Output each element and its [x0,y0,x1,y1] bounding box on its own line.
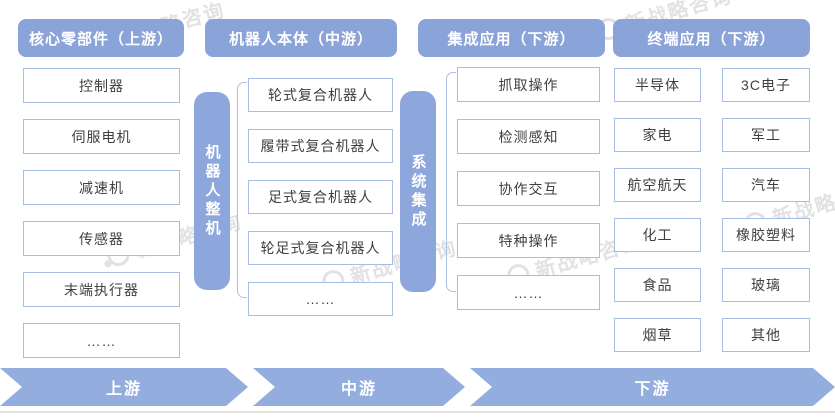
terminal-application-item: 玻璃 [722,268,810,302]
terminal-application-item: 其他 [722,318,810,352]
header-integrated-application: 集成应用（下游） [418,19,605,57]
robot-body-list: 轮式复合机器人履带式复合机器人足式复合机器人轮足式复合机器人 …… [248,78,393,316]
integrated-application-item: 抓取操作 [457,67,600,102]
terminal-application-item: 军工 [722,118,810,152]
terminal-application-item: 汽车 [722,168,810,202]
flow-arrow-upstream: 上游 [0,368,248,406]
integrated-application-list: 抓取操作检测感知协作交互特种操作 …… [457,67,600,310]
terminal-application-left-list: 半导体家电航空航天化工食品烟草 [614,68,701,352]
integrated-application-item: 检测感知 [457,119,600,154]
terminal-application-right-list: 3C电子军工汽车橡胶塑料玻璃其他 [722,68,810,352]
terminal-application-item: 3C电子 [722,68,810,102]
header-terminal-application: 终端应用（下游） [613,19,810,57]
bracket-integrated-application [446,72,456,292]
header-robot-body: 机器人本体（中游） [205,19,397,57]
core-component-item: 减速机 [23,170,180,205]
terminal-application-item: 家电 [614,118,701,152]
robot-body-item: 足式复合机器人 [248,180,393,214]
bottom-divider [0,411,835,413]
vertical-bar-system-integration: 系统集成 [400,91,436,292]
terminal-application-item: 航空航天 [614,168,701,202]
bracket-robot-body [237,82,247,298]
terminal-application-item: 化工 [614,218,701,252]
robot-body-item: 履带式复合机器人 [248,129,393,163]
robot-body-item: 轮足式复合机器人 [248,231,393,265]
integrated-application-item: 协作交互 [457,171,600,206]
core-component-item: 伺服电机 [23,119,180,154]
core-component-item: 传感器 [23,221,180,256]
flow-arrow-downstream: 下游 [470,368,835,406]
integrated-application-item: 特种操作 [457,223,600,258]
core-component-item: …… [23,323,180,358]
flow-arrow-midstream: 中游 [253,368,465,406]
core-component-item: 末端执行器 [23,272,180,307]
core-components-list: 控制器伺服电机减速机传感器末端执行器 …… [23,68,180,358]
robot-body-item: …… [248,282,393,316]
integrated-application-item: …… [457,275,600,310]
header-core-components: 核心零部件（上游） [18,19,184,57]
terminal-application-item: 橡胶塑料 [722,218,810,252]
terminal-application-item: 半导体 [614,68,701,102]
terminal-application-item: 食品 [614,268,701,302]
terminal-application-item: 烟草 [614,318,701,352]
core-component-item: 控制器 [23,68,180,103]
robot-body-item: 轮式复合机器人 [248,78,393,112]
vertical-bar-robot-machine: 机器人整机 [194,92,230,290]
